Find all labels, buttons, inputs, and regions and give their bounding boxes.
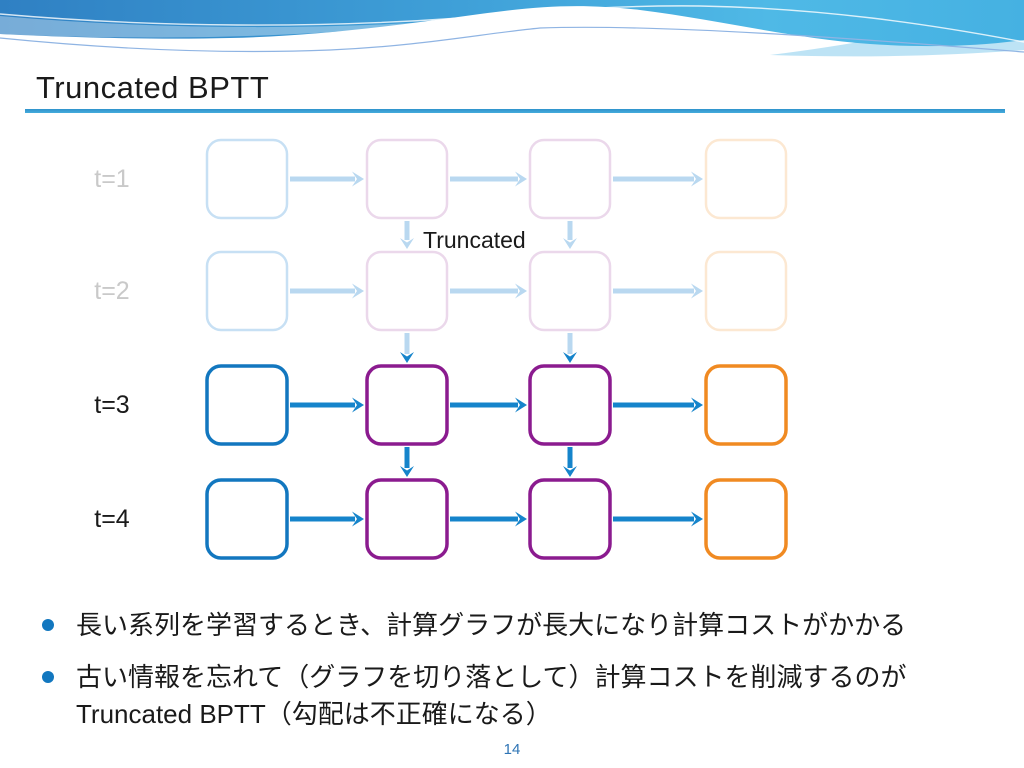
h-arrow-r1-c2-to-c3-head: [515, 171, 527, 187]
wave-header-decoration: [0, 0, 1024, 57]
h-arrow-r3-c1-to-c2-head: [352, 397, 364, 413]
v-arrow-c3-r3-to-r4-head: [563, 466, 577, 477]
bullet-list: 長い系列を学習するとき、計算グラフが長大になり計算コストがかかる 古い情報を忘れ…: [36, 607, 991, 748]
page-number: 14: [503, 741, 521, 758]
box-r2-c3: [528, 250, 612, 332]
box-r2-c4: [704, 250, 788, 332]
truncated-label: Truncated: [423, 227, 526, 253]
page-title: Truncated BPTT: [36, 70, 270, 105]
h-arrow-r2-c2-to-c3-head: [515, 283, 527, 299]
box-r4-c2: [365, 478, 449, 560]
v-arrow-c3-r2-to-r3-head: [563, 352, 577, 363]
box-r3-c3: [528, 364, 612, 446]
box-r3-c1: [205, 364, 289, 446]
h-arrow-r4-c1-to-c2-head: [352, 511, 364, 527]
box-r4-c1: [205, 478, 289, 560]
wave-thin-blue-line: [0, 26, 1024, 53]
wave-white-line: [0, 5, 1024, 43]
v-arrow-c2-r1-to-r2-head: [400, 238, 414, 249]
h-arrow-r2-c3-to-c4-head: [691, 283, 703, 299]
box-r1-c4: [704, 138, 788, 220]
h-arrow-r3-c3-to-c4-head: [691, 397, 703, 413]
h-arrow-r4-c2-to-c3-head: [515, 511, 527, 527]
box-r1-c3: [528, 138, 612, 220]
bullet-text: 長い系列を学習するとき、計算グラフが長大になり計算コストがかかる: [76, 610, 907, 640]
box-r2-c2: [365, 250, 449, 332]
v-arrow-c2-r2-to-r3-head: [400, 352, 414, 363]
row-label-t2: t=2: [94, 277, 130, 305]
wave-main-shape: [0, 0, 1024, 47]
bullet-item: 長い系列を学習するとき、計算グラフが長大になり計算コストがかかる: [36, 607, 991, 644]
box-r4-c4: [704, 478, 788, 560]
h-arrow-r3-c2-to-c3-head: [515, 397, 527, 413]
row-label-t1: t=1: [94, 165, 130, 193]
v-arrow-c2-r3-to-r4-head: [400, 466, 414, 477]
wave-light-band: [0, 10, 560, 38]
bullet-dot-icon: [42, 671, 54, 683]
box-r3-c4: [704, 364, 788, 446]
box-r3-c2: [365, 364, 449, 446]
box-r1-c1: [205, 138, 289, 220]
bullet-text: 古い情報を忘れて（グラフを切り落として）計算コストを削減するのが Truncat…: [76, 662, 907, 729]
h-arrow-r1-c3-to-c4-head: [691, 171, 703, 187]
bullet-item: 古い情報を忘れて（グラフを切り落として）計算コストを削減するのが Truncat…: [36, 659, 991, 733]
bptt-diagram: [205, 138, 788, 560]
row-label-t3: t=3: [94, 391, 130, 419]
title-underline: [25, 109, 1005, 113]
h-arrow-r1-c1-to-c2-head: [352, 171, 364, 187]
box-r1-c2: [365, 138, 449, 220]
box-r4-c3: [528, 478, 612, 560]
box-r2-c1: [205, 250, 289, 332]
row-label-t4: t=4: [94, 505, 130, 533]
h-arrow-r4-c3-to-c4-head: [691, 511, 703, 527]
bullet-dot-icon: [42, 619, 54, 631]
h-arrow-r2-c1-to-c2-head: [352, 283, 364, 299]
v-arrow-c3-r1-to-r2-head: [563, 238, 577, 249]
